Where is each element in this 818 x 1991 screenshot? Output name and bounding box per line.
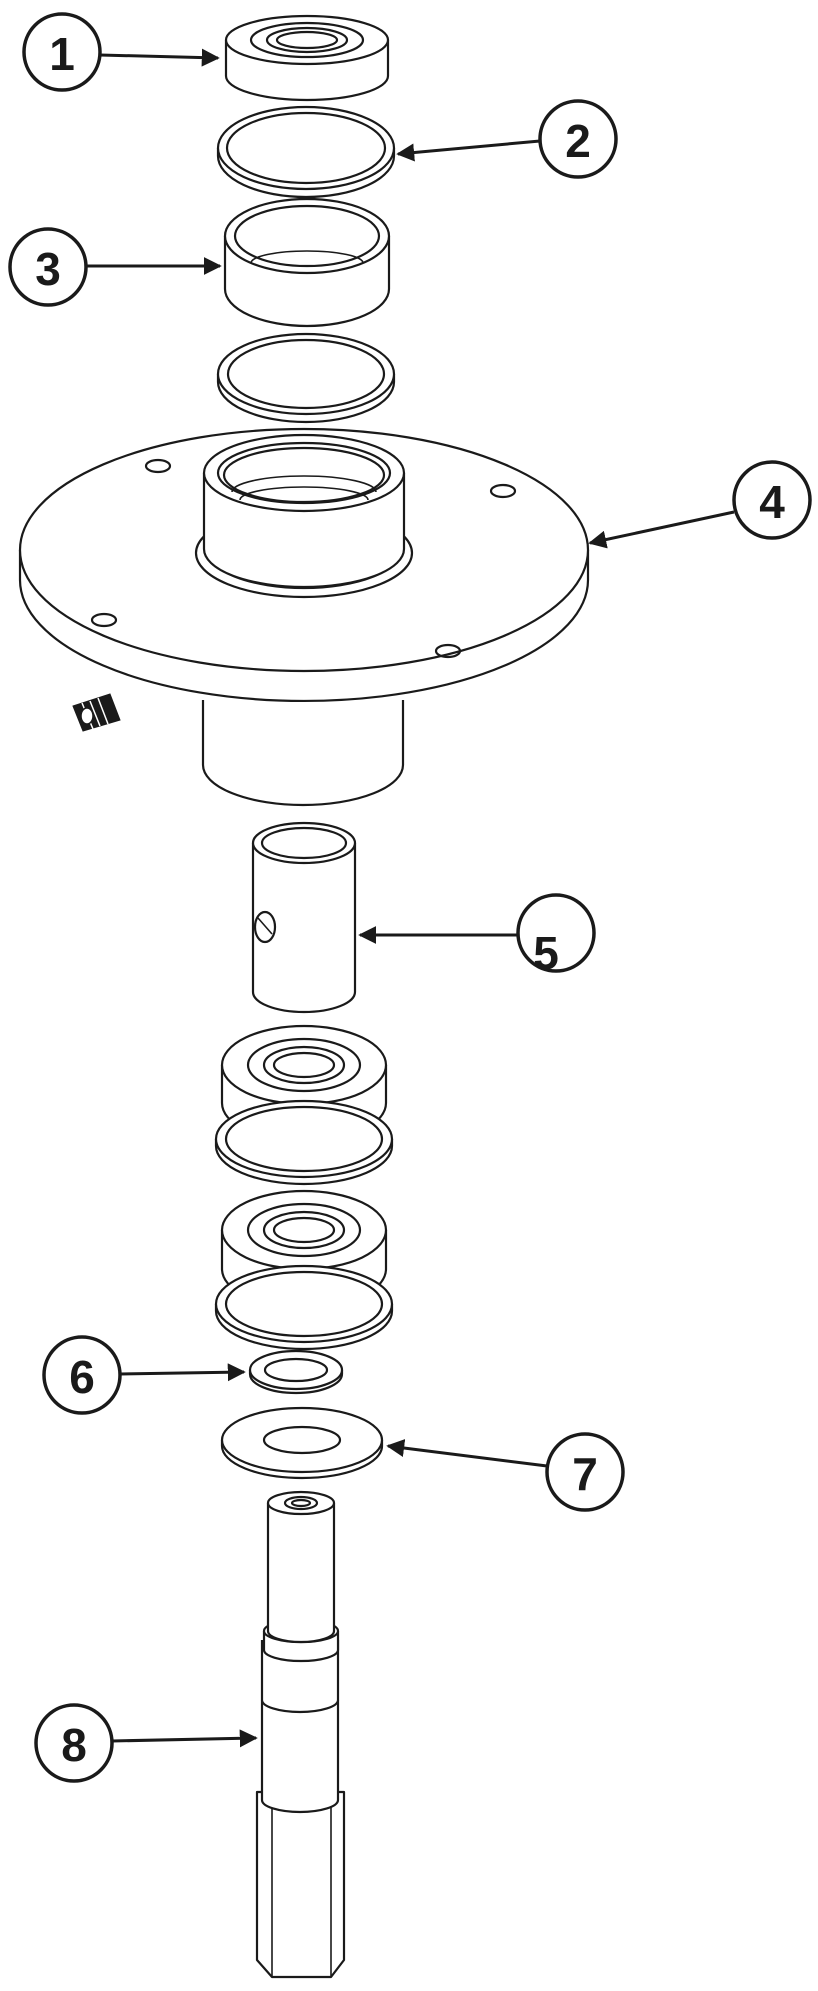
callout-7-label: 7	[572, 1448, 598, 1500]
callout-6-label: 6	[69, 1351, 95, 1403]
callout-3: 3	[8, 227, 222, 307]
part-4-spindle-housing	[18, 427, 590, 807]
grease-fitting	[72, 693, 121, 732]
callout-1-label: 1	[49, 28, 75, 80]
part-8-spindle-shaft	[255, 1490, 346, 1979]
callout-6: 6	[42, 1335, 246, 1415]
callout-5-label: 5	[533, 927, 559, 979]
callout-4: 4	[588, 460, 812, 549]
callout-2: 2	[396, 99, 618, 179]
part-2-seal-ring	[216, 105, 396, 199]
seal-ring-upper	[216, 332, 396, 424]
callout-3-label: 3	[35, 243, 61, 295]
part-1-top-bearing	[224, 14, 390, 102]
seal-ring-lower	[214, 1264, 394, 1351]
callout-8-label: 8	[61, 1719, 87, 1771]
callout-1: 1	[22, 12, 220, 92]
callout-7: 7	[386, 1432, 625, 1512]
callout-2-label: 2	[565, 115, 591, 167]
callout-5: 5	[358, 893, 596, 979]
part-3-bearing-cup	[223, 197, 391, 328]
part-6-small-washer	[248, 1349, 344, 1395]
callout-4-label: 4	[759, 476, 785, 528]
part-7-large-washer	[220, 1406, 384, 1480]
part-5-spacer-tube	[251, 821, 357, 1014]
seal-ring-middle	[214, 1099, 394, 1186]
callout-8: 8	[34, 1703, 258, 1783]
